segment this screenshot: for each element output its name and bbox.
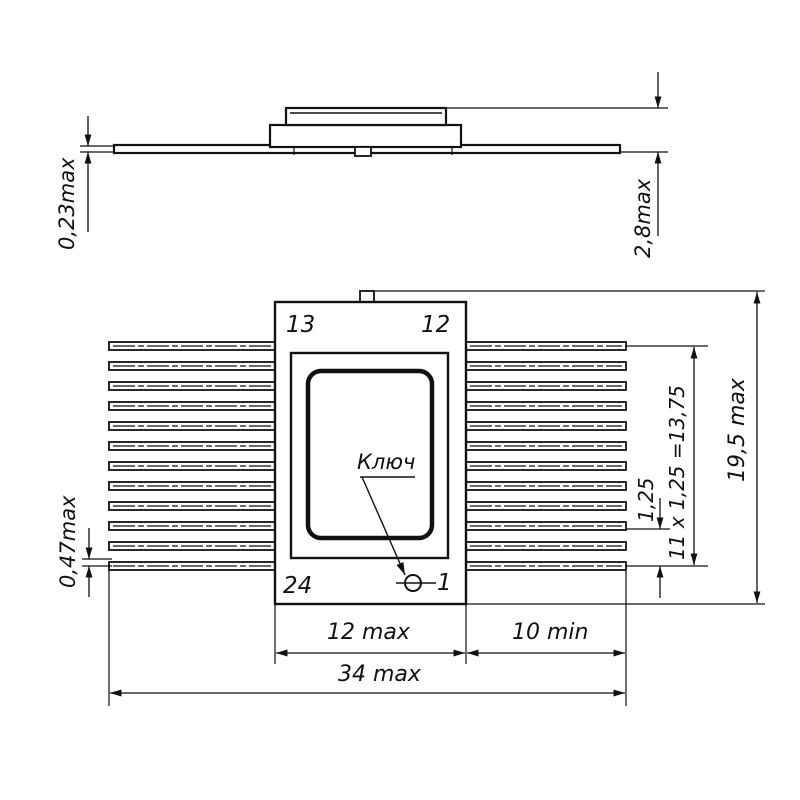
pitch-dim-label: 1,25: [634, 477, 658, 522]
lead-width-dim-label: 0,47max: [56, 495, 80, 588]
side-lid: [284, 106, 448, 127]
top-view: 13 12 24 1 Ключ 12 max 10 min 34 max: [56, 290, 765, 706]
pin-13-label: 13: [286, 312, 315, 338]
pin-1-label: 1: [437, 570, 452, 596]
lead-length-dim-label: 10 min: [512, 620, 588, 645]
side-view: 0,23max 2,8max: [55, 72, 668, 258]
cavity-window: [305, 368, 435, 541]
overall-height-dim-label: 19,5 max: [725, 377, 750, 482]
height-dim-label: 2,8max: [631, 178, 655, 258]
pin-12-label: 12: [421, 312, 450, 338]
pin-span-dim-label: 11 x 1,25 =13,75: [665, 385, 689, 560]
pin-24-label: 24: [283, 573, 312, 599]
total-width-dim-label: 34 max: [338, 662, 422, 687]
body-width-dim-label: 12 max: [327, 620, 411, 645]
key-leader-arrow: [361, 476, 406, 576]
side-body-base: [268, 123, 463, 149]
side-key-nub: [354, 146, 372, 157]
key-callout-label: Ключ: [357, 450, 415, 474]
cavity-outer: [289, 351, 450, 560]
lead-array: [108, 341, 627, 571]
thickness-dim-label: 0,23max: [55, 157, 79, 250]
